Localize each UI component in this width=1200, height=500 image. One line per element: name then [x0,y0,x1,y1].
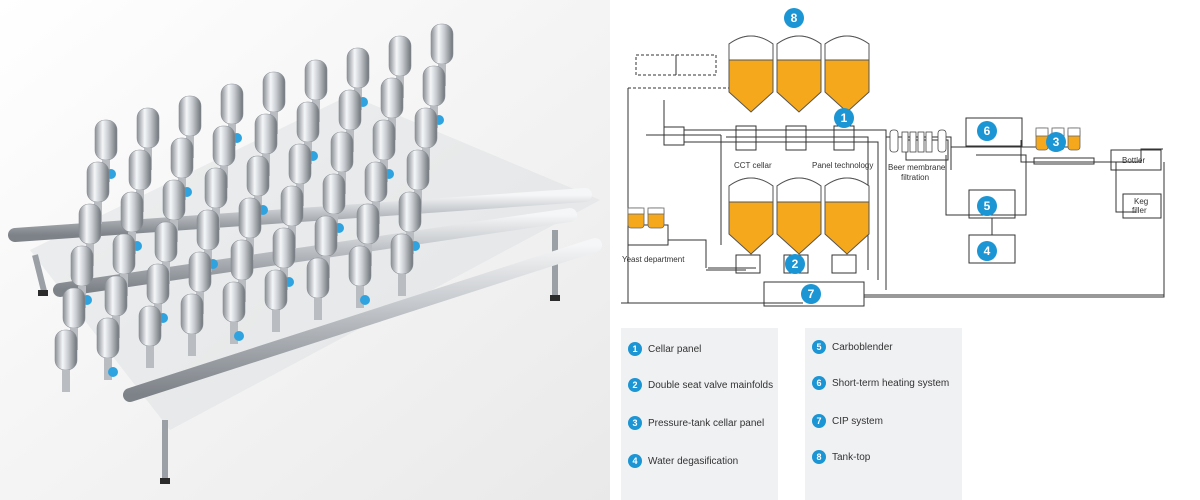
legend-badge: 6 [812,376,826,390]
valve-panel-render [0,0,610,500]
process-diagram: CCT cellar Panel technology Beer membran… [616,0,1200,328]
legend-label: Cellar panel [648,343,702,355]
svg-text:2: 2 [792,257,799,271]
label-yeast-department: Yeast department [622,255,685,264]
legend-label: Short-term heating system [832,377,950,389]
marker-2: 2 [785,254,805,274]
legend-column-left: 1 Cellar panel 2 Double seat valve mainf… [621,328,778,500]
svg-text:3: 3 [1053,135,1060,149]
legend-item-8: 8 Tank-top [812,448,870,466]
legend-column-right: 5 Carboblender 6 Short-term heating syst… [805,328,962,500]
legend-label: CIP system [832,415,883,427]
svg-text:8: 8 [791,11,798,25]
marker-6: 6 [977,121,997,141]
legend-badge: 1 [628,342,642,356]
svg-text:5: 5 [984,199,991,213]
legend-item-5: 5 Carboblender [812,338,893,356]
marker-8: 8 [784,8,804,28]
svg-text:1: 1 [841,111,848,125]
legend-label: Water degasification [648,455,739,467]
legend-item-6: 6 Short-term heating system [812,374,949,392]
legend-item-1: 1 Cellar panel [628,340,701,358]
label-keg-2: filler [1132,206,1147,215]
label-bottler: Bottler [1122,156,1145,165]
legend-label: Carboblender [832,341,893,353]
label-beer-membrane-1: Beer membrane [888,163,946,172]
legend-item-3: 3 Pressure-tank cellar panel [628,414,764,432]
svg-text:4: 4 [984,244,991,258]
legend-item-2: 2 Double seat valve mainfolds [628,376,773,394]
label-cct-cellar: CCT cellar [734,161,772,170]
legend-badge: 7 [812,414,826,428]
legend-item-4: 4 Water degasification [628,452,738,470]
legend-label: Double seat valve mainfolds [648,379,774,391]
legend-badge: 8 [812,450,826,464]
legend-label: Tank-top [832,451,871,463]
marker-7: 7 [801,284,821,304]
legend-badge: 4 [628,454,642,468]
label-beer-membrane-2: filtration [901,173,929,182]
legend-badge: 5 [812,340,826,354]
marker-4: 4 [977,241,997,261]
marker-5: 5 [977,196,997,216]
marker-1: 1 [834,108,854,128]
label-keg-1: Keg [1134,197,1148,206]
legend-item-7: 7 CIP system [812,412,883,430]
legend-label: Pressure-tank cellar panel [648,417,765,429]
label-panel-technology: Panel technology [812,161,873,170]
svg-text:7: 7 [808,287,815,301]
marker-3: 3 [1046,132,1066,152]
legend-badge: 3 [628,416,642,430]
legend-badge: 2 [628,378,642,392]
svg-text:6: 6 [984,124,991,138]
